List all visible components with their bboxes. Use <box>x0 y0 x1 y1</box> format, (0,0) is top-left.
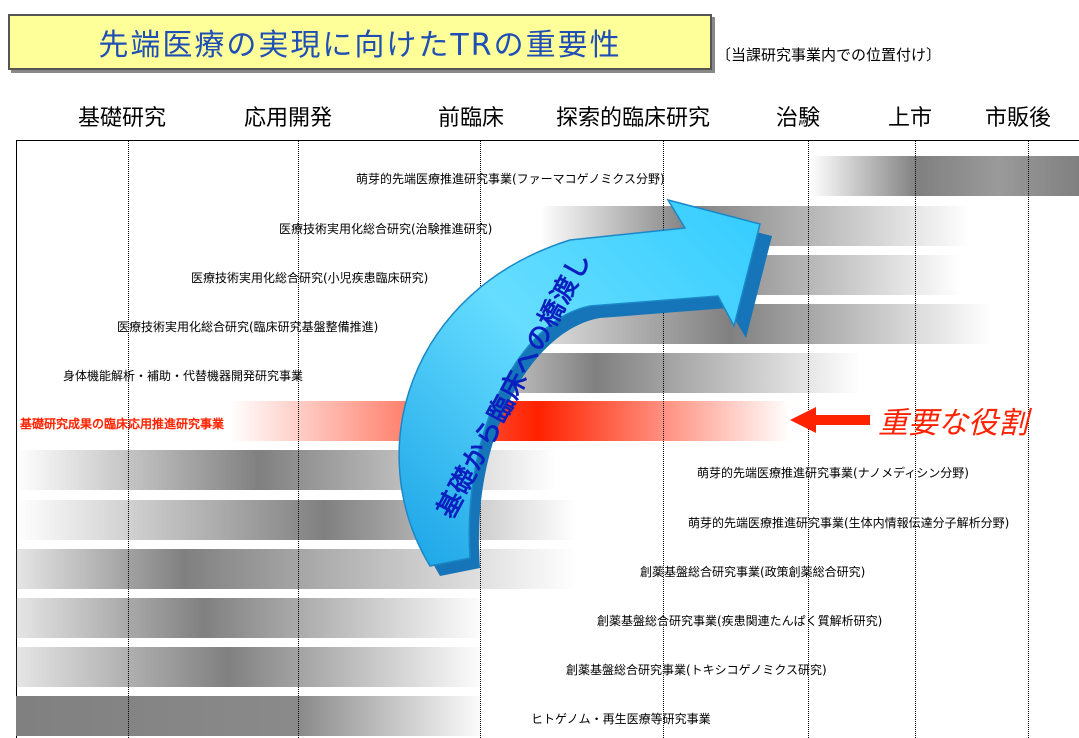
highlight-bar <box>230 401 790 441</box>
program-label: 創薬基盤総合研究事業(疾患関連たんぱく質解析研究) <box>597 614 883 628</box>
program-label: 医療技術実用化総合研究(臨床研究基盤整備推進) <box>117 320 379 334</box>
program-label: 身体機能解析・補助・代替機器開発研究事業 <box>63 369 304 383</box>
program-label: 萌芽的先端医療推進研究事業(ナノメディシン分野) <box>697 466 969 480</box>
subtitle: 〔当課研究事業内での位置付け〕 <box>716 46 942 64</box>
left-arrow-icon <box>790 407 870 433</box>
program-bar <box>16 598 486 638</box>
program-label: 医療技術実用化総合研究(小児疾患臨床研究) <box>191 271 429 285</box>
title-box: 先端医療の実現に向けたTRの重要性 <box>8 14 712 70</box>
stage-divider <box>298 140 299 738</box>
program-label: 萌芽的先端医療推進研究事業(生体内情報伝達分子解析分野) <box>688 516 1010 530</box>
role-callout: 重要な役割 <box>790 398 1028 442</box>
stage-divider <box>808 140 809 738</box>
stage-label: 前臨床 <box>438 106 505 131</box>
program-bar <box>16 549 576 589</box>
stage-divider <box>663 140 664 738</box>
page-title: 先端医療の実現に向けたTRの重要性 <box>98 28 622 63</box>
stage-label: 基礎研究 <box>78 106 167 131</box>
program-label-highlight: 基礎研究成果の臨床応用推進研究事業 <box>20 417 225 431</box>
program-label: 創薬基盤総合研究事業(政策創薬総合研究) <box>640 565 866 579</box>
program-bar <box>810 156 1079 196</box>
program-label: 萌芽的先端医療推進研究事業(ファーマコゲノミクス分野) <box>356 172 665 186</box>
stage-label: 治験 <box>776 106 821 131</box>
program-bar <box>16 647 486 687</box>
stage-label: 市販後 <box>985 106 1052 131</box>
stage-label: 応用開発 <box>244 106 333 131</box>
stage-divider <box>915 140 916 738</box>
stage-label: 上市 <box>888 106 933 131</box>
chart-frame <box>16 140 1079 738</box>
program-bar <box>16 500 576 540</box>
stage-divider <box>1028 140 1029 738</box>
stage-label: 探索的臨床研究 <box>556 106 711 131</box>
program-label: 医療技術実用化総合研究(治験推進研究) <box>279 222 493 236</box>
program-label: 創薬基盤総合研究事業(トキシコゲノミクス研究) <box>566 663 827 677</box>
stage-divider <box>128 140 129 738</box>
role-label: 重要な役割 <box>878 406 1028 441</box>
program-label: ヒトゲノム・再生医療等研究事業 <box>531 712 711 726</box>
program-bar <box>16 696 486 736</box>
